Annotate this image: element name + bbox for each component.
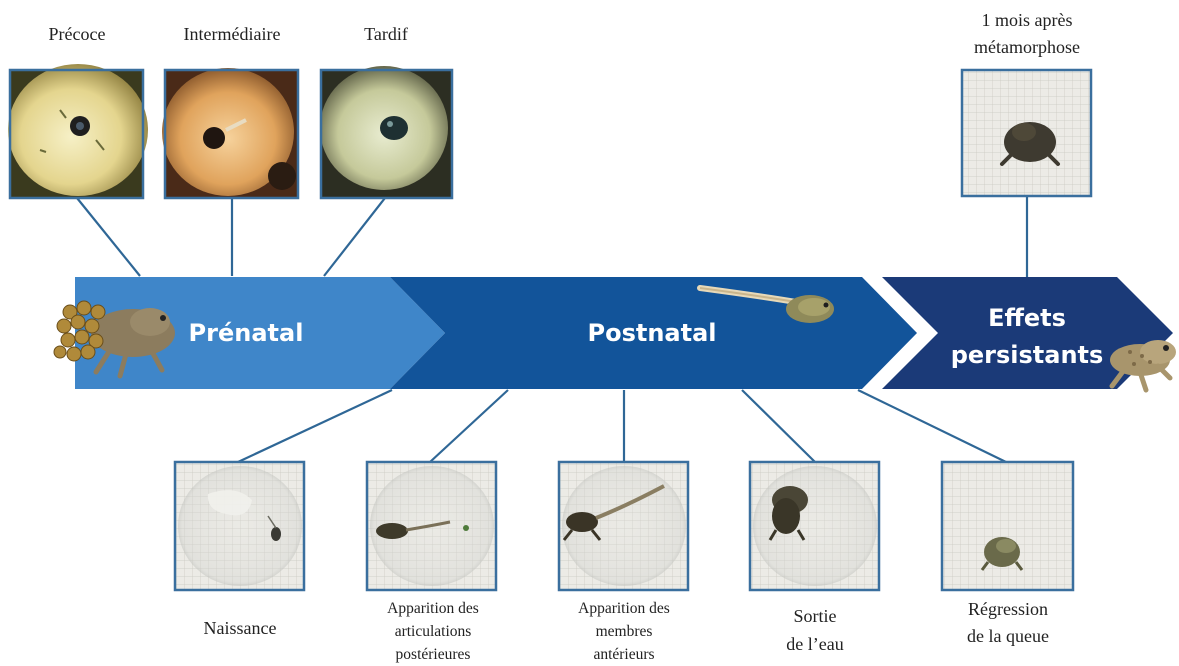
postnatal-stage-label-2-line1: membres: [596, 623, 653, 640]
postnatal-stage-label-4-line0: Régression: [968, 599, 1048, 619]
postnatal-stage-label-1-line2: postérieures: [396, 646, 471, 663]
postnatal-photo-tail-regression: [942, 462, 1073, 590]
persistent-stage-label-line1: 1 mois après: [982, 10, 1073, 30]
postnatal-stage-label-3-line0: Sortie: [794, 606, 837, 626]
postnatal-stage-label-4-line1: de la queue: [967, 626, 1049, 646]
postnatal-stage-label-0-line0: Naissance: [204, 618, 277, 638]
persistent-effects-label-line2: persistants: [951, 341, 1104, 369]
postnatal-stage-label-3-line1: de l’eau: [786, 634, 843, 654]
prenatal-stage-label-1: Intermédiaire: [184, 24, 281, 44]
prenatal-stage-label-0: Précoce: [49, 24, 106, 44]
postnatal-stage-label-1-line1: articulations: [395, 623, 472, 640]
prenatal-photo-late: [320, 66, 452, 198]
postnatal-stage-label-2-line2: antérieurs: [593, 646, 654, 663]
postnatal-stage-label-2-line0: Apparition des: [578, 600, 670, 617]
postnatal-label: Postnatal: [587, 319, 716, 347]
prenatal-photo-early: [8, 64, 148, 198]
postnatal-photo-forelimbs: [559, 462, 688, 590]
postnatal-photo-hindlimbs: [367, 462, 496, 590]
prenatal-photo-intermediate: [162, 68, 298, 198]
prenatal-label: Prénatal: [189, 319, 304, 347]
prenatal-stage-label-2: Tardif: [364, 24, 408, 44]
persistent-photo-one-month: [962, 70, 1091, 196]
postnatal-photo-leaving-water: [750, 462, 879, 590]
postnatal-stage-label-1-line0: Apparition des: [387, 600, 479, 617]
persistent-stage-label-line2: métamorphose: [974, 37, 1080, 57]
persistent-effects-label-line1: Effets: [988, 304, 1066, 332]
postnatal-photo-birth: [175, 462, 304, 590]
